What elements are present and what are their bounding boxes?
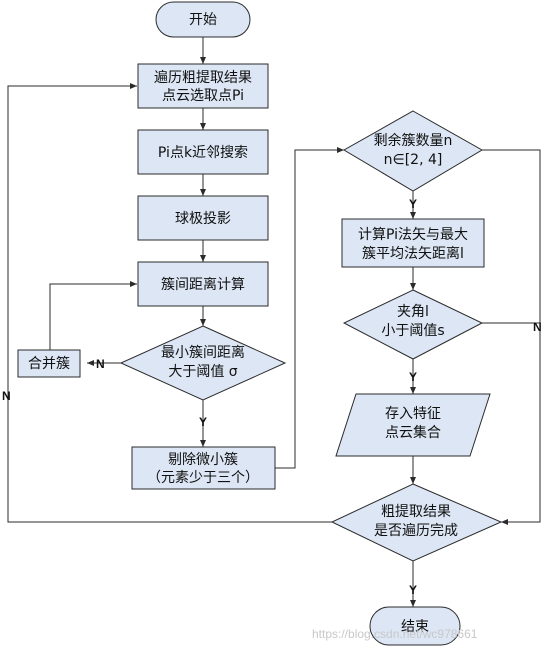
store-label-line2: 点云集合 <box>385 424 441 441</box>
min-distance-decision: 最小簇间距离 大于阈值 σ <box>119 325 287 401</box>
edge-label-angle-y: Y <box>409 370 417 384</box>
edge-remove-remaining <box>275 147 344 469</box>
start-label: 开始 <box>189 12 217 28</box>
normal-label-line2: 簇平均法矢距离l <box>362 245 464 262</box>
traverse-label-line2: 点云选取点Pi <box>162 88 244 104</box>
angle-label-line2: 小于阈值s <box>381 323 444 339</box>
watermark: https://blog.csdn.net/wc978661 <box>312 627 478 641</box>
remove-label-line2: （元素少于三个） <box>147 470 259 486</box>
edge-label-merge-n: N <box>96 357 105 371</box>
remaining-decision: 剩余簇数量n n∈[2, 4] <box>343 110 483 192</box>
merge-label: 合并簇 <box>28 356 70 372</box>
remove-label-line1: 剔除微小簇 <box>168 452 238 468</box>
traverse-node: 遍历粗提取结果 点云选取点Pi <box>137 63 269 109</box>
edge-label-left-n: N <box>2 389 11 403</box>
knn-label: Pi点k近邻搜索 <box>158 144 248 161</box>
done-decision: 粗提取结果 是否遍历完成 <box>330 483 503 562</box>
projection-node: 球极投影 <box>137 195 269 241</box>
edge-done-traverse <box>7 83 332 523</box>
end-node: 结束 <box>369 606 461 646</box>
projection-label: 球极投影 <box>175 211 231 227</box>
angle-decision: 夹角l 小于阈值s <box>342 289 484 360</box>
edge-label-remove-y: Y <box>199 415 207 429</box>
edge-remaining-done <box>482 149 541 323</box>
normal-node: 计算Pi法矢与最大 簇平均法矢距离l <box>341 218 485 268</box>
end-label: 结束 <box>401 619 429 635</box>
normal-label-line1: 计算Pi法矢与最大 <box>358 227 468 243</box>
edge-label-done-y: Y <box>409 583 417 597</box>
connectors <box>7 37 541 607</box>
min-distance-label-line2: 大于阈值 σ <box>168 364 237 380</box>
edge-angle-done <box>482 322 541 525</box>
done-label-line2: 是否遍历完成 <box>374 523 458 539</box>
edge-label-remaining-y: Y <box>409 197 417 211</box>
store-node: 存入特征 点云集合 <box>335 393 491 457</box>
cluster-distance-label: 簇间距离计算 <box>161 276 245 293</box>
remove-node: 剔除微小簇 （元素少于三个） <box>131 446 276 490</box>
min-distance-label-line1: 最小簇间距离 <box>161 344 245 361</box>
done-label-line1: 粗提取结果 <box>381 504 451 520</box>
edge-merge-clusterdist <box>49 281 137 350</box>
knn-node: Pi点k近邻搜索 <box>137 129 269 175</box>
edge-label-angle-n: N <box>533 320 542 334</box>
merge-node: 合并簇 <box>17 349 81 378</box>
store-label-line1: 存入特征 <box>385 406 441 422</box>
remaining-label-line2: n∈[2, 4] <box>384 152 443 168</box>
traverse-label-line1: 遍历粗提取结果 <box>154 70 252 86</box>
remaining-label-line1: 剩余簇数量n <box>374 132 453 149</box>
cluster-distance-node: 簇间距离计算 <box>137 261 269 307</box>
start-node: 开始 <box>155 1 251 38</box>
angle-label-line1: 夹角l <box>397 304 429 320</box>
